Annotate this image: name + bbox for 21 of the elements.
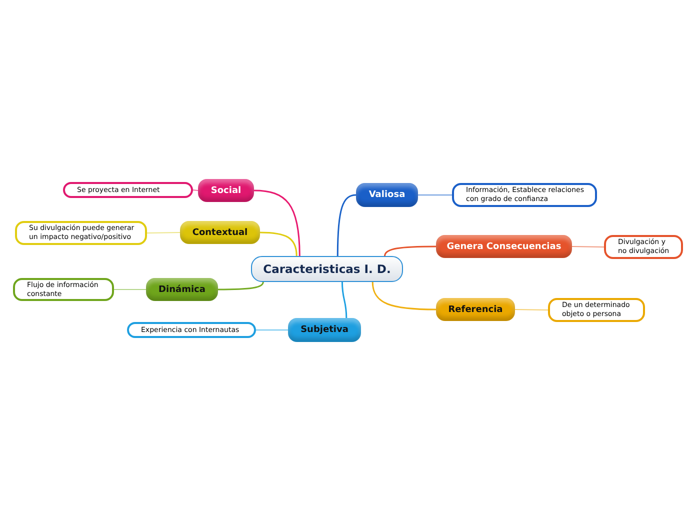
connector <box>372 282 436 310</box>
connector <box>114 289 146 290</box>
topic-box: Social <box>198 179 254 202</box>
topic-box: Referencia <box>436 298 515 321</box>
connector <box>384 246 436 256</box>
connector <box>192 190 198 191</box>
connector <box>254 190 300 256</box>
connector <box>260 232 298 256</box>
connector <box>418 194 452 196</box>
central-topic: Caracteristicas I. D. <box>251 256 403 282</box>
topic-box: Dinámica <box>146 278 218 301</box>
topic-box: Genera Consecuencias <box>436 235 572 258</box>
topic-box: Contextual <box>180 221 260 244</box>
connector <box>341 282 348 318</box>
topic-box: Subjetiva <box>288 318 361 342</box>
topic-box: Valiosa <box>356 183 418 207</box>
connector <box>146 232 180 234</box>
connector <box>218 282 264 290</box>
connector <box>572 246 604 248</box>
connector <box>336 194 356 256</box>
connector <box>514 309 548 310</box>
